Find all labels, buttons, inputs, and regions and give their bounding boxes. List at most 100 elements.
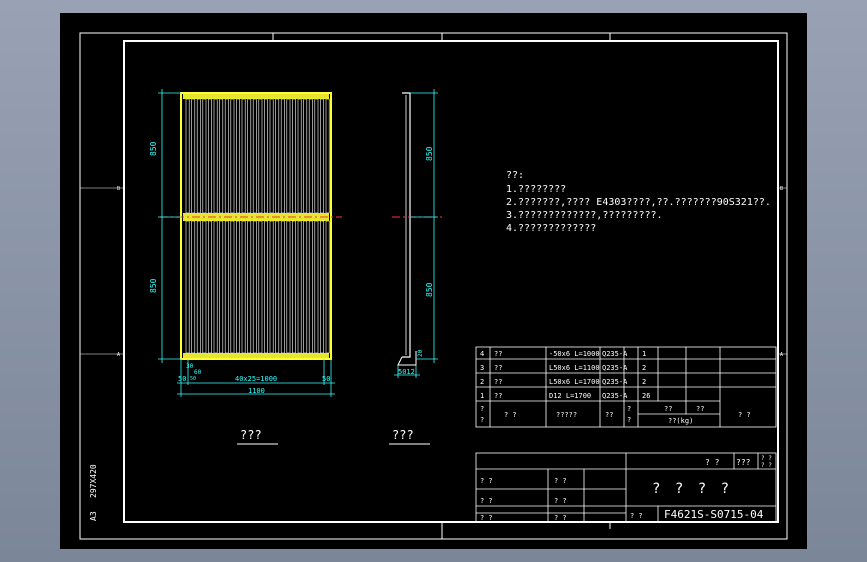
bom-cell-no: 2 [480,378,484,386]
grating-bar [264,98,268,214]
dim-right-bottom: 5012 [398,368,415,376]
grating-bar [303,98,308,214]
bom-header-weight-single: ?? [664,405,672,413]
bom-cell-name: ?? [494,350,502,358]
dim-right-side: 20 [417,349,424,357]
dim-edge-left: 50 [178,375,186,383]
grating-bar [219,98,224,214]
dim-right-upper: 850 [425,146,434,161]
dim-left-lower: 850 [149,278,158,293]
title-top-b: ??? [736,458,751,467]
grating-bar [292,98,296,214]
grating-bar [236,98,240,214]
bom-header-spec: ????? [556,411,577,419]
panel-outline [180,92,332,360]
notes-heading: ??: [506,170,525,181]
grating-bar [241,220,246,354]
grating-bar [202,220,207,354]
grating-bar [286,220,291,354]
bom-cell-spec: L50x6 L=1100 [549,364,600,372]
dim-right-lower: 850 [425,282,434,297]
grating-bar [236,220,240,354]
grating-bar [241,98,246,214]
grating-panel [160,92,342,360]
left-view-label: ??? [240,428,262,442]
margin-a-left: A [117,352,120,358]
grating-bar [247,98,252,214]
bom-cell-no: 3 [480,364,484,372]
bom-cell-material: Q235-A [602,350,628,358]
grating-bar [269,220,274,354]
title-top-c-2: ? ? [761,462,772,469]
note-line-3: 3.?????????????,?????????. [506,210,663,221]
left-vertical-dims [158,89,181,363]
bom-cell-spec: -50x6 L=1000 [549,350,600,358]
grating-bar [208,220,212,354]
grating-bar [258,220,263,354]
grating-bar [320,220,324,354]
grating-bar [308,98,313,214]
bom-cell-no: 4 [480,350,484,358]
grating-bar [219,220,224,354]
bom-cell-name: ?? [494,364,502,372]
right-vertical-dims [394,89,438,378]
grating-bar [325,220,330,354]
bom-header-weight-unit: ??(kg) [668,417,693,425]
grating-bars [185,98,330,354]
grating-bar [252,220,257,354]
dim-spacing-total: 40x25=1000 [235,375,277,383]
grating-bar [320,98,324,214]
bom-header-name: ? ? [504,411,517,419]
dim-edge-right: 50 [322,375,330,383]
grating-bar [297,98,302,214]
grating-bar [208,98,212,214]
grating-bar [297,220,302,354]
title-left-cell-3: ? ? [480,514,493,522]
grating-bar [280,220,285,354]
bom-cell-qty: 2 [642,378,646,386]
grating-bar [292,220,296,354]
grating-bar [191,98,196,214]
grating-bar [325,98,330,214]
grating-bar [314,220,319,354]
grating-bar [258,98,263,214]
bom-cell-qty: 1 [642,350,646,358]
grating-bar [224,220,229,354]
drawing-number: F4621S-S0715-04 [664,508,764,521]
bom-cell-name: ?? [494,378,502,386]
title-left-cell-1: ? ? [480,477,493,485]
bom-header-material: ?? [605,411,613,419]
grating-bar [286,98,291,214]
inner-frame [123,40,779,523]
title-left-cell-2: ? ? [480,497,493,505]
dim-left-upper: 850 [149,141,158,156]
grating-bar [252,98,257,214]
title-mid-cell-1: ? ? [554,477,567,485]
bom-cell-name: ?? [494,392,502,400]
right-view-label: ??? [392,428,414,442]
bom-header-qty-1: ? [627,405,631,413]
bom-cell-no: 1 [480,392,484,400]
dim-small-c: 50 [190,376,196,382]
top-flat [183,93,329,99]
grating-bar [230,98,235,214]
cad-canvas: 850 850 40x25=1000 1100 50 50 30 60 50 ?… [79,32,788,540]
grating-bar [185,98,190,214]
grating-bar [308,220,313,354]
sheet-size-note: 297X420 [89,464,98,498]
side-elevation [392,92,442,366]
title-top-a: ? ? [705,458,720,467]
grating-bar [213,220,218,354]
grating-bar [275,98,280,214]
dim-overall-width: 1100 [248,387,265,395]
bom-cell-material: Q235-A [602,392,628,400]
corner-note: A3 [89,511,98,521]
grating-bar [185,220,190,354]
bom-cell-material: Q235-A [602,378,628,386]
bottom-flat [183,353,329,359]
drawing-sheet: 850 850 40x25=1000 1100 50 50 30 60 50 ?… [60,13,807,549]
title-mid-cell-2: ? ? [554,497,567,505]
margin-a-right: A [780,352,783,358]
bom-header-weight-total: ?? [696,405,704,413]
bom-cell-qty: 2 [642,364,646,372]
